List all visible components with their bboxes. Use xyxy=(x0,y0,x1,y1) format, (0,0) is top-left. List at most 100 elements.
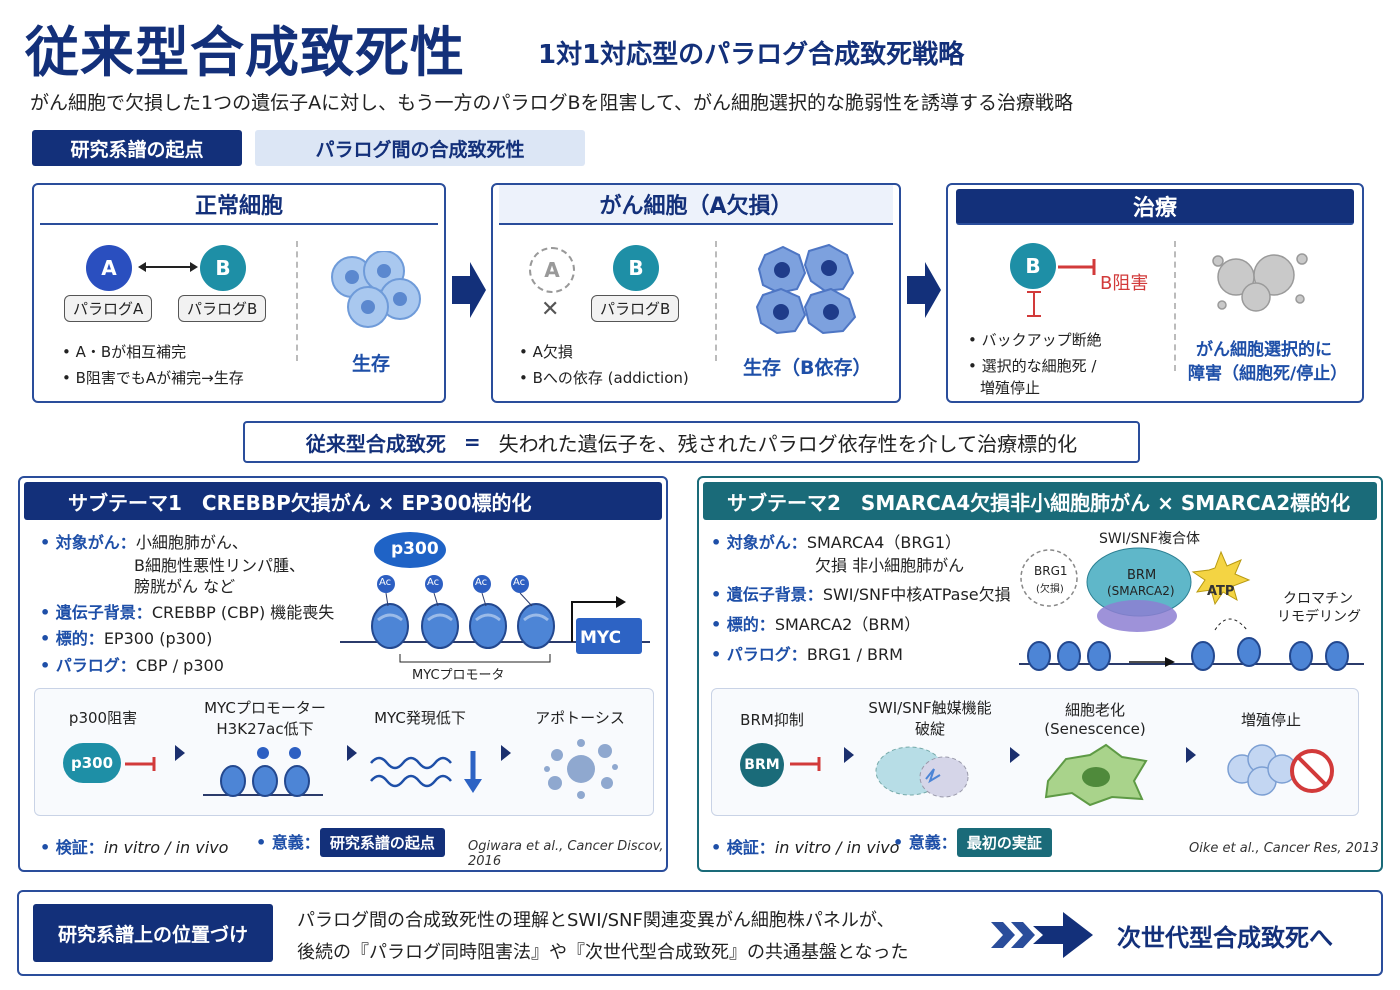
brm-sub-label: (SMARCA2) xyxy=(1107,584,1175,598)
treatment-result-2: 障害（細胞死/停止） xyxy=(1188,364,1348,384)
theme1-background: • 遺伝子背景：CREBBP (CBP) 機能喪失 xyxy=(40,603,335,622)
theme2-verify: • 検証：in vitro / in vivo xyxy=(711,838,900,857)
brg1-sub-label: (欠損) xyxy=(1036,584,1064,595)
p300-label: p300 xyxy=(391,539,439,559)
atp-label: ATP xyxy=(1207,584,1235,599)
theme1-step-2: MYCプロモーター H3K27ac低下 xyxy=(204,699,326,738)
paralog-a-pill: パラログA xyxy=(64,295,153,322)
gene-b-circle-treat: B xyxy=(1010,243,1056,289)
lost-x-icon: ✕ xyxy=(541,297,560,322)
theme2-meaning: • 意義：最初の実証 xyxy=(893,828,1052,857)
equation-rhs: 失われた遺伝子を、残されたパラログ依存性を介して治療標的化 xyxy=(498,431,1078,456)
theme1-verify: • 検証：in vitro / in vivo xyxy=(40,838,229,857)
broken-complex-icon xyxy=(875,746,969,798)
forward-chevrons-icon xyxy=(991,912,1093,958)
theme2-flow: BRM抑制 BRM SWI/SNF触媒機能 破綻 細胞老化 (Senescenc… xyxy=(711,688,1359,816)
flow-arrow-icon xyxy=(175,745,185,761)
theme2-background: • 遺伝子背景：SWI/SNF中核ATPase欠損 xyxy=(711,585,1011,604)
cancer-bullet-1: • A欠損 xyxy=(519,343,573,361)
theme2-target: • 対象がん：SMARCA4（BRG1） xyxy=(711,533,962,552)
theme1-target-gene: • 標的：EP300 (p300) xyxy=(40,629,213,648)
gene-b-circle-cancer: B xyxy=(613,245,659,291)
theme2-target-gene: • 標的：SMARCA2（BRM） xyxy=(711,615,921,634)
treatment-bullet-3: 増殖停止 xyxy=(980,379,1041,397)
gene-a-circle: A xyxy=(86,245,132,291)
normal-bullet-2: • B阻害でもAが補完→生存 xyxy=(62,369,244,387)
page-title: 従来型合成致死性 xyxy=(25,21,465,84)
gene-b-circle: B xyxy=(200,245,246,291)
cancer-bullet-2: • Bへの依存 (addiction) xyxy=(519,369,689,387)
theme1-step-1: p300阻害 xyxy=(68,709,138,727)
theme1-citation: Ogiwara et al., Cancer Discov, 2016 xyxy=(468,839,664,869)
treatment-bullet-1: • バックアップ断絶 xyxy=(968,331,1102,349)
page-subtitle: 1対1対応型のパラログ合成致死戦略 xyxy=(538,40,965,70)
gene-a-lost-circle: A xyxy=(529,247,575,293)
treatment-panel: 治療 B B阻害 • バックアップ断絶 • 選択的な細胞死 / 増殖停止 がん細… xyxy=(946,183,1364,403)
treatment-title: 治療 xyxy=(956,189,1354,225)
theme2-step-1: BRM抑制 xyxy=(740,711,804,729)
positioning-banner: 研究系譜上の位置づけ パラログ間の合成致死性の理解とSWI/SNF関連変異がん細… xyxy=(17,890,1383,976)
paralog-tag: パラログ間の合成致死性 xyxy=(255,130,585,166)
theme2-step-3: 細胞老化 (Senescence) xyxy=(1044,701,1146,738)
inhibit-icon xyxy=(790,757,821,771)
cancer-result: 生存（B依存） xyxy=(743,357,872,379)
flow-arrow-icon xyxy=(501,745,511,761)
theme2-panel: サブテーマ2 SMARCA4欠損非小細胞肺がん × SMARCA2標的化 • 対… xyxy=(697,476,1383,872)
myc-label: MYC xyxy=(580,628,622,648)
theme2-paralog: • パラログ：BRG1 / BRM xyxy=(711,645,903,664)
normal-bullet-1: • A・Bが相互補完 xyxy=(62,343,187,361)
inhibit-down-icon xyxy=(1027,291,1041,317)
theme1-step-4: アポトーシス xyxy=(535,709,625,727)
swisnf-complex-label: SWI/SNF複合体 xyxy=(1099,531,1200,547)
origin-tag: 研究系譜の起点 xyxy=(32,130,242,166)
brm-label: BRM xyxy=(1127,568,1157,583)
p300-promoter-diagram xyxy=(340,532,650,663)
positioning-tag: 研究系譜上の位置づけ xyxy=(33,904,273,962)
next-generation-label: 次世代型合成致死へ xyxy=(1117,924,1333,952)
theme2-step-4: 増殖停止 xyxy=(1240,711,1301,729)
senescent-cell-icon xyxy=(1044,743,1148,807)
theme1-header: サブテーマ1 CREBBP欠損がん × EP300標的化 xyxy=(24,482,662,520)
divider xyxy=(715,241,717,361)
double-arrow-icon xyxy=(138,262,198,272)
myc-promoter-label: MYCプロモータ xyxy=(412,668,505,683)
theme1-paralog: • パラログ：CBP / p300 xyxy=(40,656,224,675)
paralog-b-pill-cancer: パラログB xyxy=(591,295,680,322)
chromatin-label-2: リモデリング xyxy=(1277,609,1361,625)
flow-arrow-icon xyxy=(347,745,357,761)
ac-mark-2: Ac xyxy=(427,577,440,588)
p300-step-circle: p300 xyxy=(63,743,121,783)
theme1-target: • 対象がん：小細胞肺がん、 xyxy=(40,533,248,552)
normal-cell-panel: 正常細胞 A B パラログA パラログB • A・Bが相互補完 • B阻害でもA… xyxy=(32,183,446,403)
inhibit-icon xyxy=(125,757,156,771)
treatment-result-1: がん細胞選択的に xyxy=(1196,340,1332,360)
flow-arrow-icon xyxy=(1010,747,1020,763)
arrow-right-icon xyxy=(452,262,486,318)
ac-mark-1: Ac xyxy=(379,577,392,588)
equation-lhs: 従来型合成致死 xyxy=(305,431,446,456)
flow-arrow-icon xyxy=(844,747,854,763)
ac-mark-3: Ac xyxy=(475,577,488,588)
inhibit-label: B阻害 xyxy=(1100,273,1149,294)
theme1-flow: p300阻害 p300 MYCプロモーター H3K27ac低下 MYC発現低下 … xyxy=(34,688,654,816)
treatment-bullet-2: • 選択的な細胞死 / xyxy=(968,357,1097,375)
brg1-label: BRG1 xyxy=(1034,564,1068,578)
nucleosome-icon xyxy=(203,747,323,797)
positioning-line-1: パラログ間の合成致死性の理解とSWI/SNF関連変異がん細胞株パネルが、 xyxy=(297,910,895,931)
equation-sign: = xyxy=(463,430,481,454)
brm-step-circle: BRM xyxy=(740,743,784,787)
inhibit-icon xyxy=(1058,259,1096,275)
normal-cell-title: 正常細胞 xyxy=(40,185,438,225)
theme1-meaning: • 意義：研究系譜の起点 xyxy=(256,828,445,857)
theme2-citation: Oike et al., Cancer Res, 2013 xyxy=(1189,841,1379,856)
apoptosis-icon xyxy=(544,739,618,799)
theme1-target-3: 膀胱がん など xyxy=(134,577,236,596)
equation-bar: 従来型合成致死 = 失われた遺伝子を、残されたパラログ依存性を介して治療標的化 xyxy=(243,421,1140,463)
page-description: がん細胞で欠損した1つの遺伝子Aに対し、もう一方のパラログBを阻害して、がん細胞… xyxy=(30,92,1074,114)
divider xyxy=(1174,241,1176,371)
swisnf-diagram xyxy=(1019,547,1364,671)
divider xyxy=(296,241,298,361)
arrow-right-icon xyxy=(907,262,941,318)
healthy-cells-icon xyxy=(331,251,421,328)
cancer-cell-panel: がん細胞（A欠損） A ✕ B パラログB • A欠損 • Bへの依存 (add… xyxy=(491,183,901,403)
